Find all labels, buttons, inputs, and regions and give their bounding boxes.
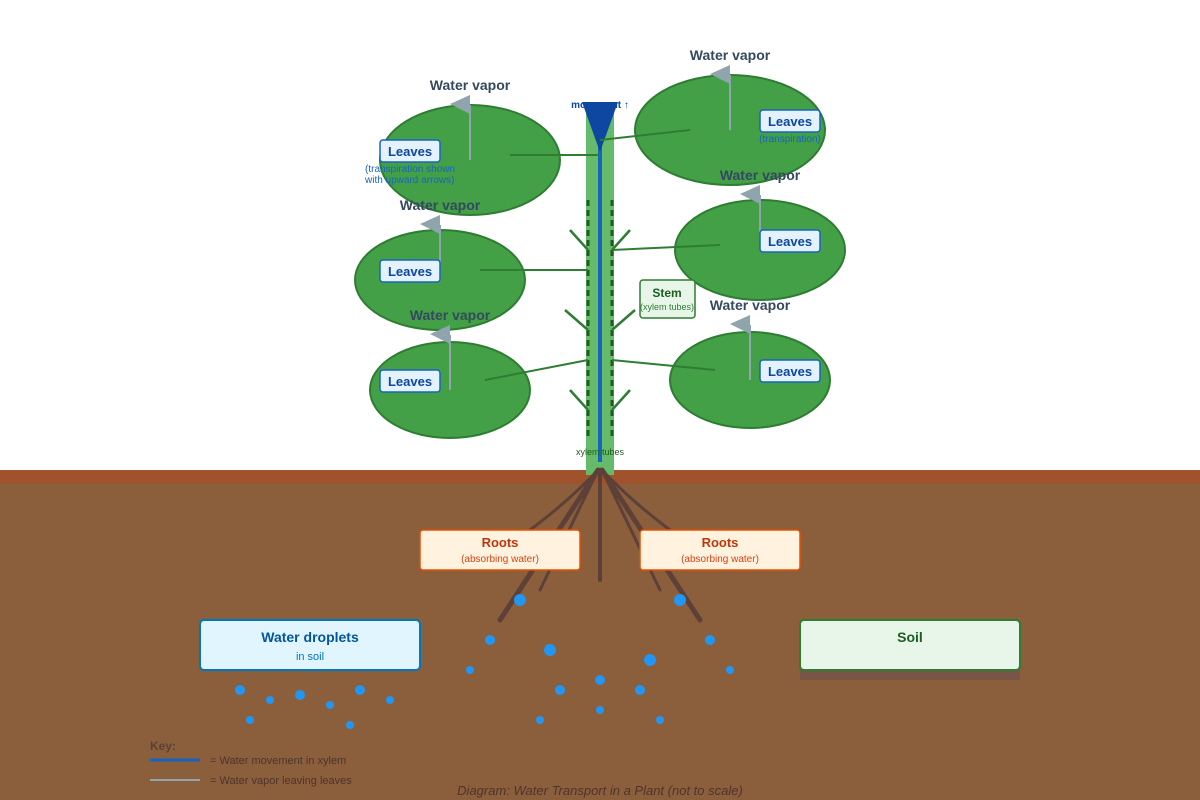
water-droplet-icon [386, 696, 394, 704]
leaves-label: Leaves [388, 144, 432, 159]
stem-note: (xylem tubes) [640, 302, 694, 312]
water-droplet-icon [555, 685, 565, 695]
leaf-note: (transpiration) [759, 134, 821, 145]
stem-branches [564, 229, 636, 411]
water-droplet-icon [235, 685, 245, 695]
leaves-label: Leaves [768, 364, 812, 379]
water-droplet-icon [536, 716, 544, 724]
leaf-note: (transpiration shown [365, 164, 455, 175]
vapor-label: Water vapor [410, 307, 491, 323]
water-droplet-icon [346, 721, 354, 729]
roots-label: Roots [482, 535, 519, 550]
roots-label: Roots [702, 535, 739, 550]
vapor-label: Water vapor [690, 47, 771, 63]
water-droplet-icon [266, 696, 274, 704]
leaves-label: Leaves [388, 374, 432, 389]
water-droplet-icon [246, 716, 254, 724]
up-arrow-icon [730, 315, 751, 380]
water-droplet-icon [514, 594, 526, 606]
leaves-label-box: Leaves [379, 259, 441, 283]
water-droplets-label: Water droplets [261, 629, 359, 645]
water-droplet-icon [726, 666, 734, 674]
water-droplet-icon [355, 685, 365, 695]
legend-vapor-text: = Water vapor leaving leaves [210, 775, 352, 787]
leaves-label: Leaves [388, 264, 432, 279]
legend-title: Key: [150, 739, 176, 753]
legend-xylem-text: = Water movement in xylem [210, 755, 346, 767]
water-droplet-icon [644, 654, 656, 666]
water-droplet-icon [596, 706, 604, 714]
water-droplet-icon [656, 716, 664, 724]
roots-label-box: Roots (absorbing water) [639, 529, 801, 571]
water-droplet-icon [674, 594, 686, 606]
water-droplet-icon [295, 690, 305, 700]
vapor-label: Water vapor [710, 297, 791, 313]
vapor-label: Water vapor [720, 167, 801, 183]
xylem-label: xylem tubes [576, 447, 625, 457]
up-arrow-icon [430, 325, 451, 390]
water-droplet-icon [326, 701, 334, 709]
flow-arrowhead-icon [582, 102, 618, 152]
flow-label: movement ↑ [571, 100, 629, 111]
roots-note: (absorbing water) [681, 554, 759, 565]
roots-note: (absorbing water) [461, 554, 539, 565]
up-arrow-icon [710, 65, 731, 130]
water-droplets-label-box: Water droplets in soil [199, 619, 421, 671]
legend: Key: = Water movement in xylem = Water v… [150, 739, 352, 787]
soil-water-droplets [235, 685, 394, 729]
water-droplet-icon [466, 666, 474, 674]
diagram-caption: Diagram: Water Transport in a Plant (not… [457, 783, 743, 798]
up-arrow-icon [740, 185, 761, 232]
soil-label: Soil [897, 629, 923, 645]
roots-label-box: Roots (absorbing water) [419, 529, 581, 571]
water-droplet-icon [544, 644, 556, 656]
water-droplet-icon [595, 675, 605, 685]
vapor-label: Water vapor [400, 197, 481, 213]
vapor-label: Water vapor [430, 77, 511, 93]
stem-label-box: Stem (xylem tubes) [639, 279, 696, 319]
leaves-label: Leaves [768, 114, 812, 129]
water-droplet-icon [705, 635, 715, 645]
leaves-label-box: Leaves [759, 109, 821, 133]
soil-label-box: Soil [799, 619, 1021, 680]
leaves-label: Leaves [768, 234, 812, 249]
leaves-label-box: Leaves [759, 359, 821, 383]
up-arrow-icon [420, 215, 441, 262]
stem-label: Stem [652, 286, 681, 300]
up-arrow-icon [450, 95, 471, 160]
root-water-droplets [466, 594, 734, 724]
leaves-label-box: Leaves [379, 139, 441, 163]
leaves-label-box: Leaves [759, 229, 821, 253]
leaves-label-box: Leaves [379, 369, 441, 393]
leaf-note: with upward arrows) [364, 175, 454, 186]
water-droplets-note: in soil [296, 651, 324, 663]
water-droplet-icon [485, 635, 495, 645]
water-droplet-icon [635, 685, 645, 695]
vapor-arrows [420, 65, 761, 390]
